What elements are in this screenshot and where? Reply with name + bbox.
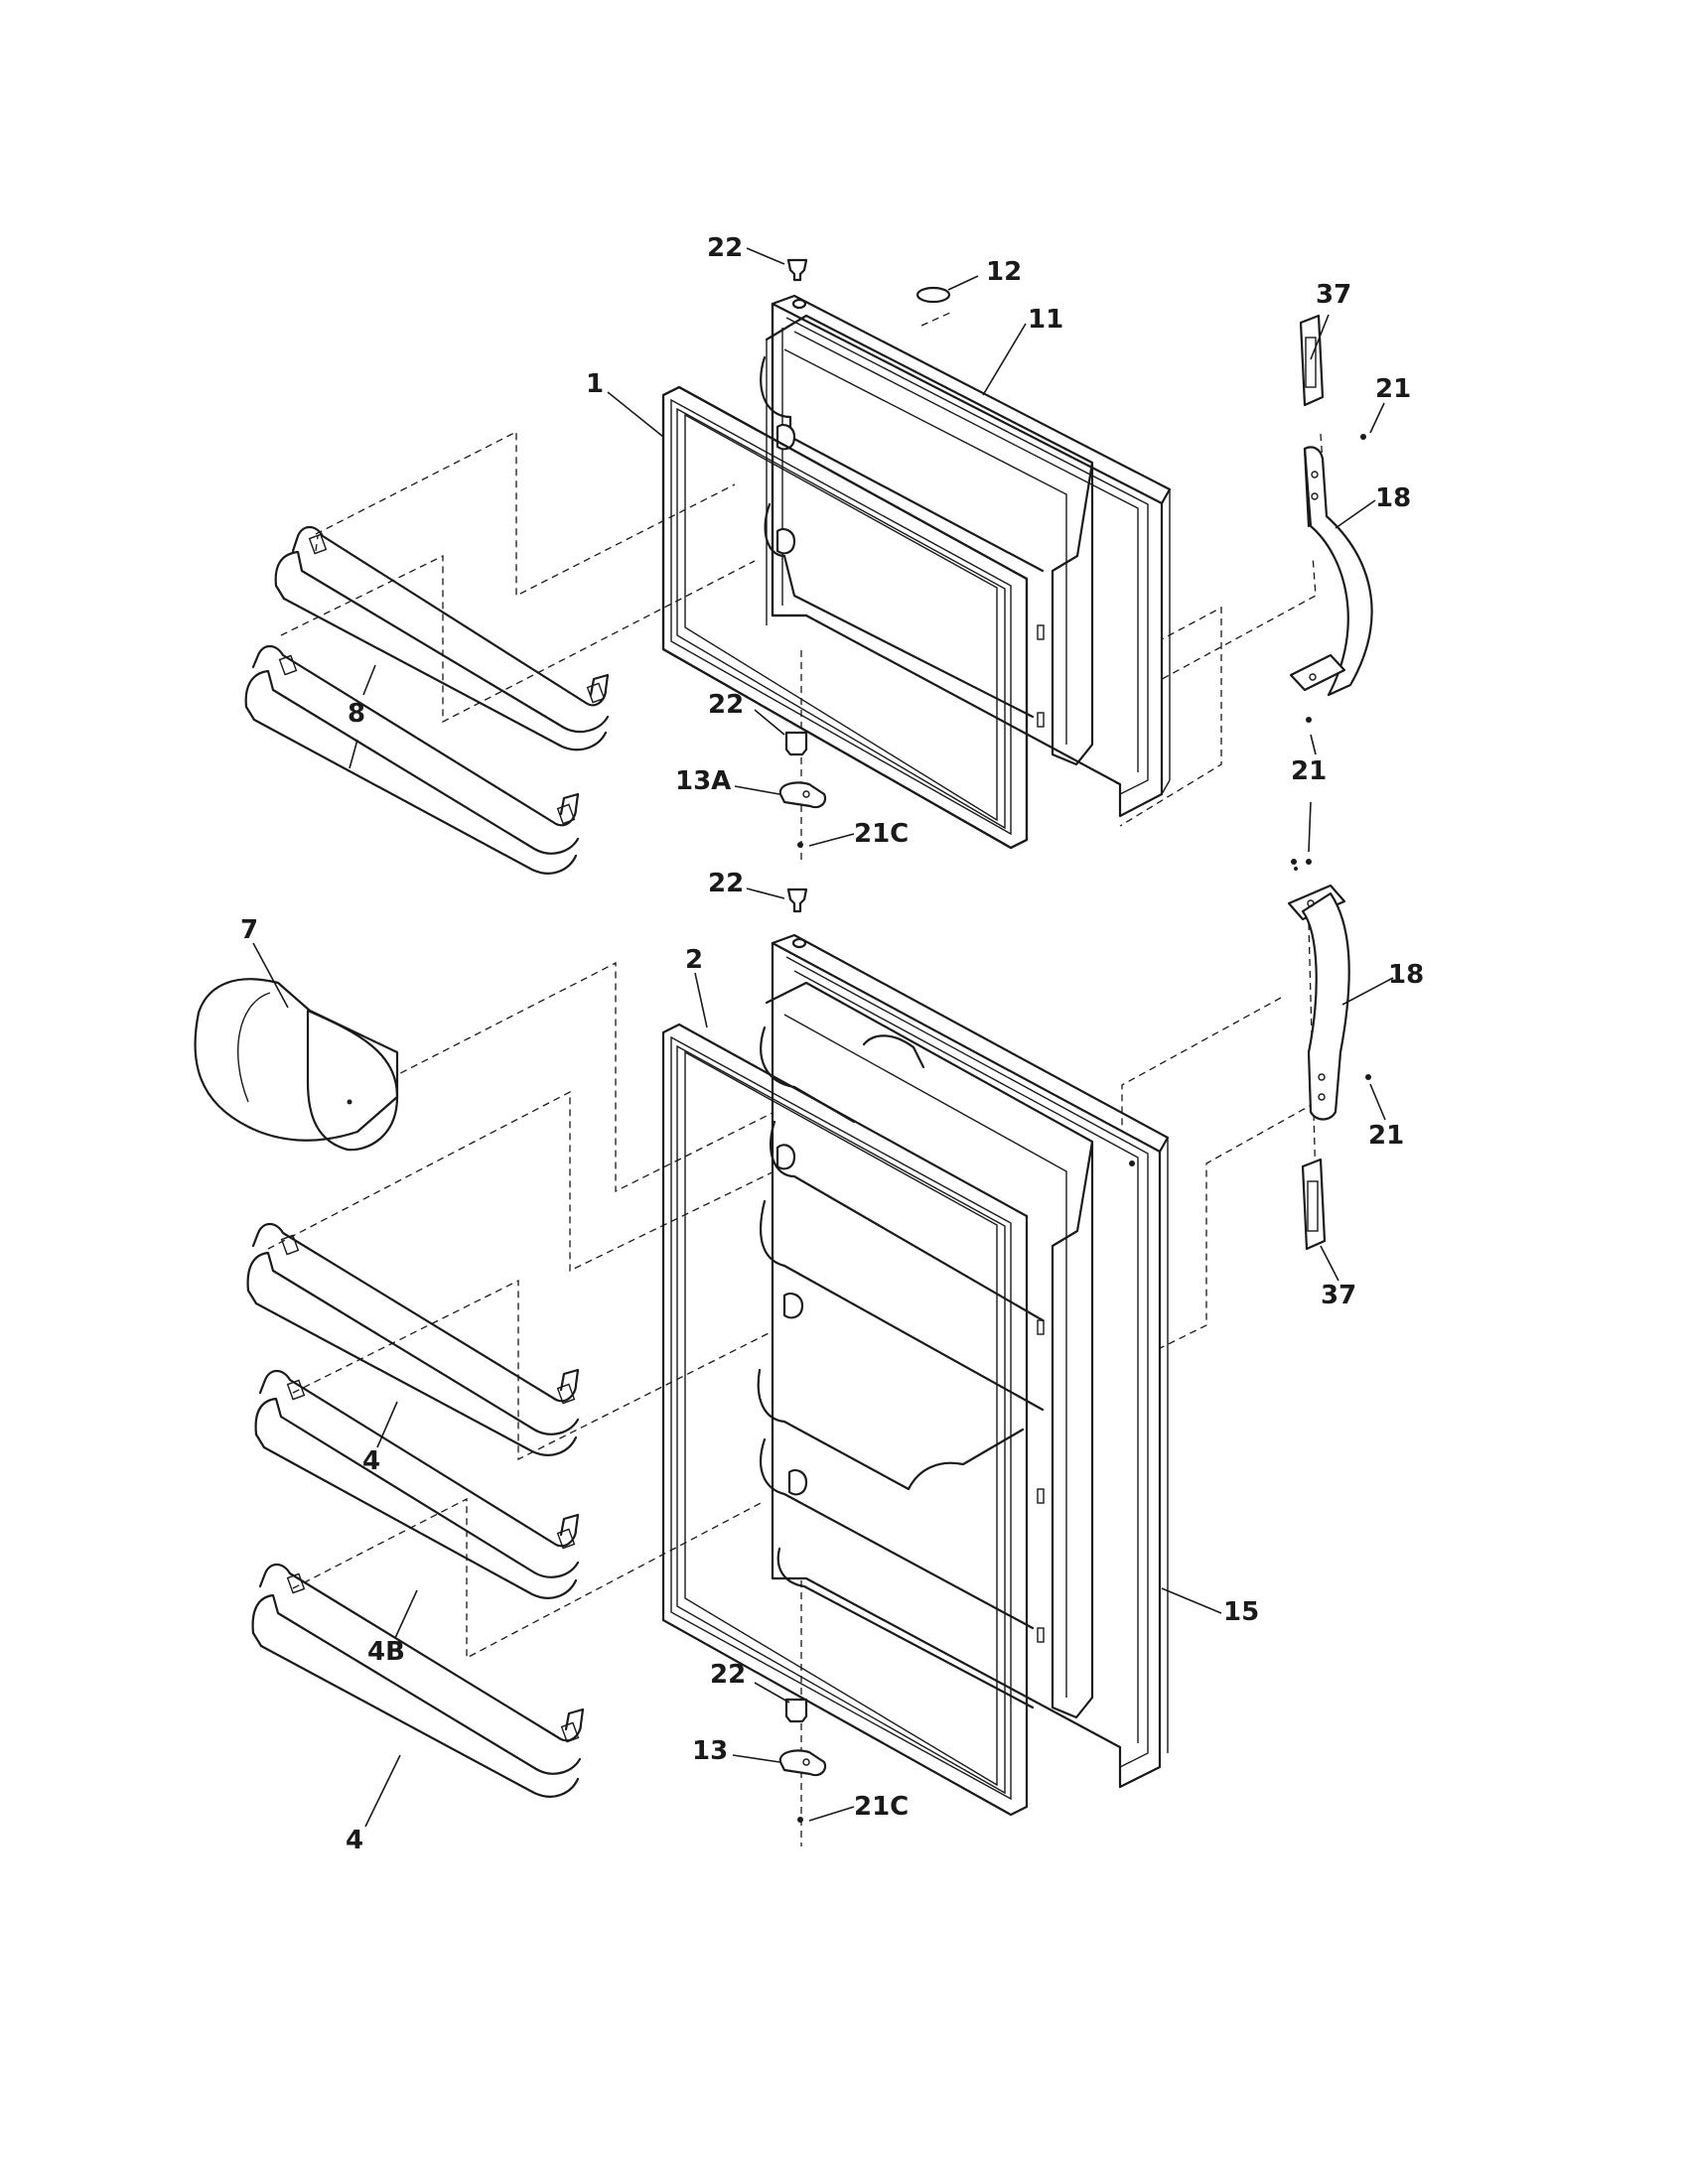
- dairy-compartment: [194, 978, 399, 1152]
- fresh-food-door-liner: [757, 933, 1170, 1789]
- callout-2-fresh-food-gasket: 2: [685, 945, 703, 975]
- callout-37-upper-endcap: 37: [1316, 280, 1351, 310]
- callout-12-plug: 12: [986, 257, 1022, 287]
- fresh-food-door-rail-middle: [254, 1369, 580, 1599]
- freezer-door-rail-lower: [244, 644, 580, 875]
- freezer-door-rail-upper: [274, 525, 610, 751]
- freezer-handle-endcap: [1299, 314, 1325, 407]
- callout-4-upper-rail: 4: [362, 1446, 380, 1476]
- fresh-food-door-rail-top: [246, 1222, 580, 1456]
- callout-11-freezer-door: 11: [1028, 305, 1063, 335]
- fresh-food-door-gasket: [661, 1023, 1029, 1817]
- callout-4-bottom-rail: 4: [346, 1826, 363, 1855]
- callout-22-fresh-food-bottom-pin: 22: [710, 1660, 746, 1690]
- callout-1-freezer-gasket: 1: [586, 369, 604, 399]
- freezer-door-gasket: [661, 385, 1029, 850]
- callout-15-fresh-food-door: 15: [1223, 1597, 1259, 1627]
- callout-22-fresh-food-top-pin: 22: [708, 869, 744, 898]
- callout-13A-hinge: 13A: [675, 766, 731, 796]
- callout-22-freezer-bottom-pin: 22: [708, 690, 744, 720]
- fresh-food-handle: [1287, 884, 1350, 1121]
- freezer-door-liner: [760, 286, 1172, 818]
- callout-labels: 22 12 11 37 21 1 18 8 22 21 13A 21C 22 7…: [240, 233, 1424, 1855]
- callout-8-freezer-rails: 8: [348, 699, 365, 729]
- callout-21-middle-screws: 21: [1291, 756, 1327, 786]
- fresh-food-handle-endcap: [1301, 1158, 1327, 1251]
- callout-leaders: [252, 247, 1394, 1828]
- fresh-food-door-rail-bottom: [251, 1563, 585, 1798]
- freezer-handle: [1289, 446, 1373, 697]
- screws-and-hinges: [778, 258, 1371, 1823]
- callout-21C-lower-hinge-screw: 21C: [854, 1792, 909, 1822]
- callout-21-lower-screw: 21: [1368, 1121, 1404, 1151]
- callout-18-freezer-handle: 18: [1375, 483, 1411, 513]
- callout-37-lower-endcap: 37: [1321, 1281, 1356, 1310]
- callout-18-fresh-food-handle: 18: [1388, 960, 1424, 990]
- callout-13-hinge: 13: [692, 1736, 728, 1766]
- callout-21C-upper-hinge-screw: 21C: [854, 819, 909, 849]
- callout-21-upper-screw: 21: [1375, 374, 1411, 404]
- callout-22-top-pin: 22: [707, 233, 743, 263]
- callout-4B-middle-rail: 4B: [367, 1637, 405, 1667]
- callout-7-dairy-compartment: 7: [240, 915, 258, 945]
